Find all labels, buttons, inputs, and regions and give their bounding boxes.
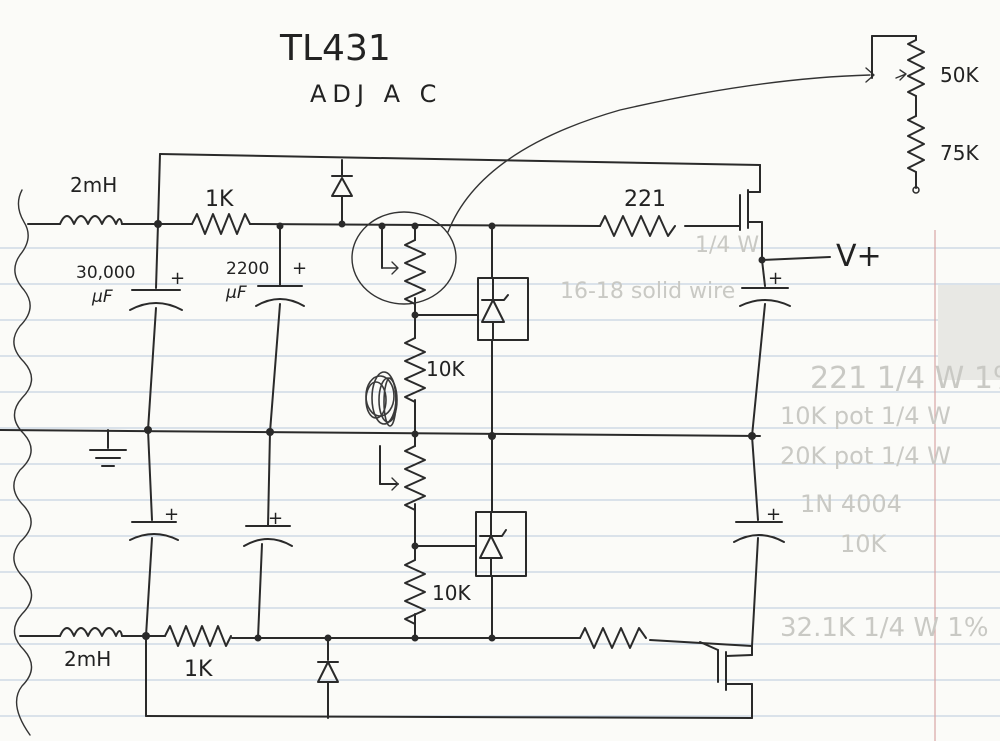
inductor-bottom-label: 2mH xyxy=(64,647,111,671)
note-line-1: 1/4 W xyxy=(695,233,759,258)
bleed-through-notes: 1/4 W 16-18 solid wire 221 1/4 W 1% 10K … xyxy=(560,233,1000,643)
cap-upper-right-plus: + xyxy=(768,268,783,289)
resistor-10k-a xyxy=(404,337,426,403)
resistor-10k-b xyxy=(404,559,426,625)
resistor-221-label: 221 xyxy=(624,187,666,212)
note-line-3: 221 1/4 W 1% xyxy=(810,361,1000,396)
note-line-5: 20K pot 1/4 W xyxy=(780,442,951,470)
chip-title: TL431 xyxy=(279,28,391,69)
mosfet-upper xyxy=(739,164,763,231)
resistor-221 xyxy=(599,215,676,237)
resistor-bottom-right xyxy=(579,627,647,649)
notebook-ruling xyxy=(0,247,1000,717)
input-bracket xyxy=(13,189,33,736)
tl431-upper xyxy=(477,277,529,341)
wires xyxy=(0,153,831,719)
pot-top-wiper-arrow xyxy=(381,261,399,275)
pot-bottom-wiper-arrow xyxy=(391,477,399,491)
cap-lower-mid-plus: + xyxy=(268,508,283,529)
capacitor-30000uf xyxy=(129,289,183,311)
vplus-output-label: V+ xyxy=(836,239,882,274)
res-75k-label: 75K xyxy=(940,141,979,165)
resistor-1k-bottom-label: 1K xyxy=(184,657,213,682)
resistor-1k-top xyxy=(191,213,251,235)
resistor-1k-bottom xyxy=(164,625,232,647)
tl431-lower xyxy=(475,511,527,577)
note-line-7: 10K xyxy=(840,530,888,558)
pin-labels: ADJ A C xyxy=(310,80,442,108)
resistor-1k-top-label: 1K xyxy=(205,187,234,212)
potentiometer-top xyxy=(404,239,426,305)
cap-30000-plus: + xyxy=(170,268,185,289)
diode-bottom xyxy=(317,661,339,683)
pot-50k-label: 50K xyxy=(940,63,979,87)
ground-icon xyxy=(89,429,127,467)
scribbled-out-element xyxy=(365,371,398,427)
diode-top xyxy=(331,175,353,197)
capacitor-lower-left xyxy=(129,521,179,541)
callout-arrow-icon xyxy=(865,67,875,83)
note-line-6: 1N 4004 xyxy=(800,490,902,518)
mosfet-lower xyxy=(699,641,753,691)
capacitor-2200uf xyxy=(255,285,305,307)
cap-30000-unit: μF xyxy=(91,287,113,307)
resistor-10k-b-label: 10K xyxy=(432,581,471,605)
capacitor-lower-mid xyxy=(243,525,293,547)
cap-lower-left-plus: + xyxy=(164,504,179,525)
note-line-2: 16-18 solid wire xyxy=(560,279,735,304)
inductor-bottom xyxy=(59,627,123,637)
shaded-patch xyxy=(938,285,1000,380)
cap-30000-label: 30,000 xyxy=(76,263,135,283)
cap-2200-label: 2200 xyxy=(226,259,269,279)
note-line-4: 10K pot 1/4 W xyxy=(780,402,951,430)
note-line-8: 32.1K 1/4 W 1% xyxy=(780,613,989,643)
pot-callout-circle xyxy=(351,211,457,305)
inductor-top xyxy=(59,215,123,225)
resistor-10k-a-label: 10K xyxy=(426,357,465,381)
potentiometer-bottom xyxy=(404,445,426,511)
capacitor-upper-right xyxy=(739,287,791,307)
cap-2200-unit: μF xyxy=(225,283,247,303)
callout-curve xyxy=(447,74,871,233)
cap-2200-plus: + xyxy=(292,258,307,279)
inductor-top-label: 2mH xyxy=(70,173,117,197)
capacitor-lower-right xyxy=(733,521,785,543)
junction-dots xyxy=(142,220,766,642)
replacement-network xyxy=(871,35,925,194)
cap-lower-right-plus: + xyxy=(766,504,781,525)
